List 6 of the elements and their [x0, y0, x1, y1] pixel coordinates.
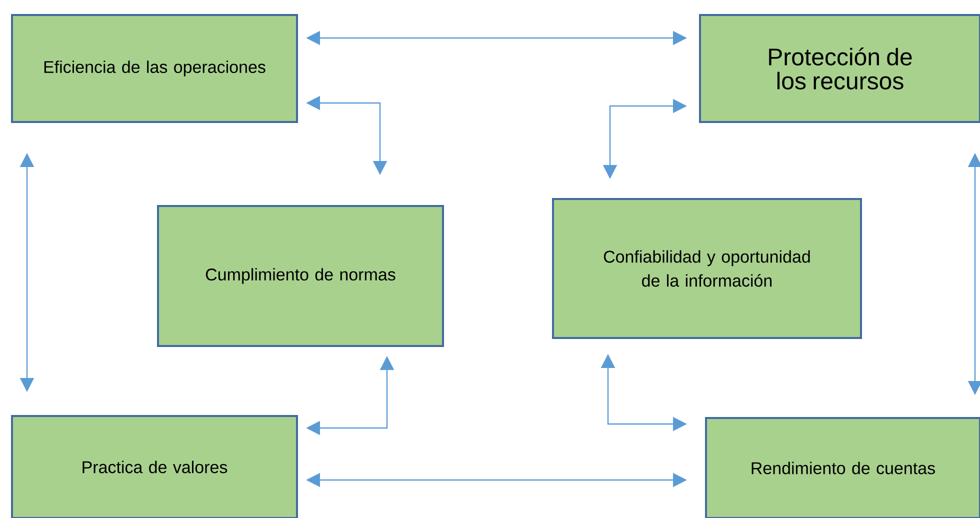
process-box: Confiabilidad y oportunidad de la información — [552, 198, 862, 339]
process-box: Eficiencia de las operaciones — [11, 14, 298, 123]
process-box: Rendimiento de cuentas — [705, 417, 980, 518]
process-box: Protección de los recursos — [699, 14, 980, 123]
process-box: Practica de valores — [11, 415, 298, 518]
process-box: Cumplimiento de normas — [157, 205, 444, 347]
